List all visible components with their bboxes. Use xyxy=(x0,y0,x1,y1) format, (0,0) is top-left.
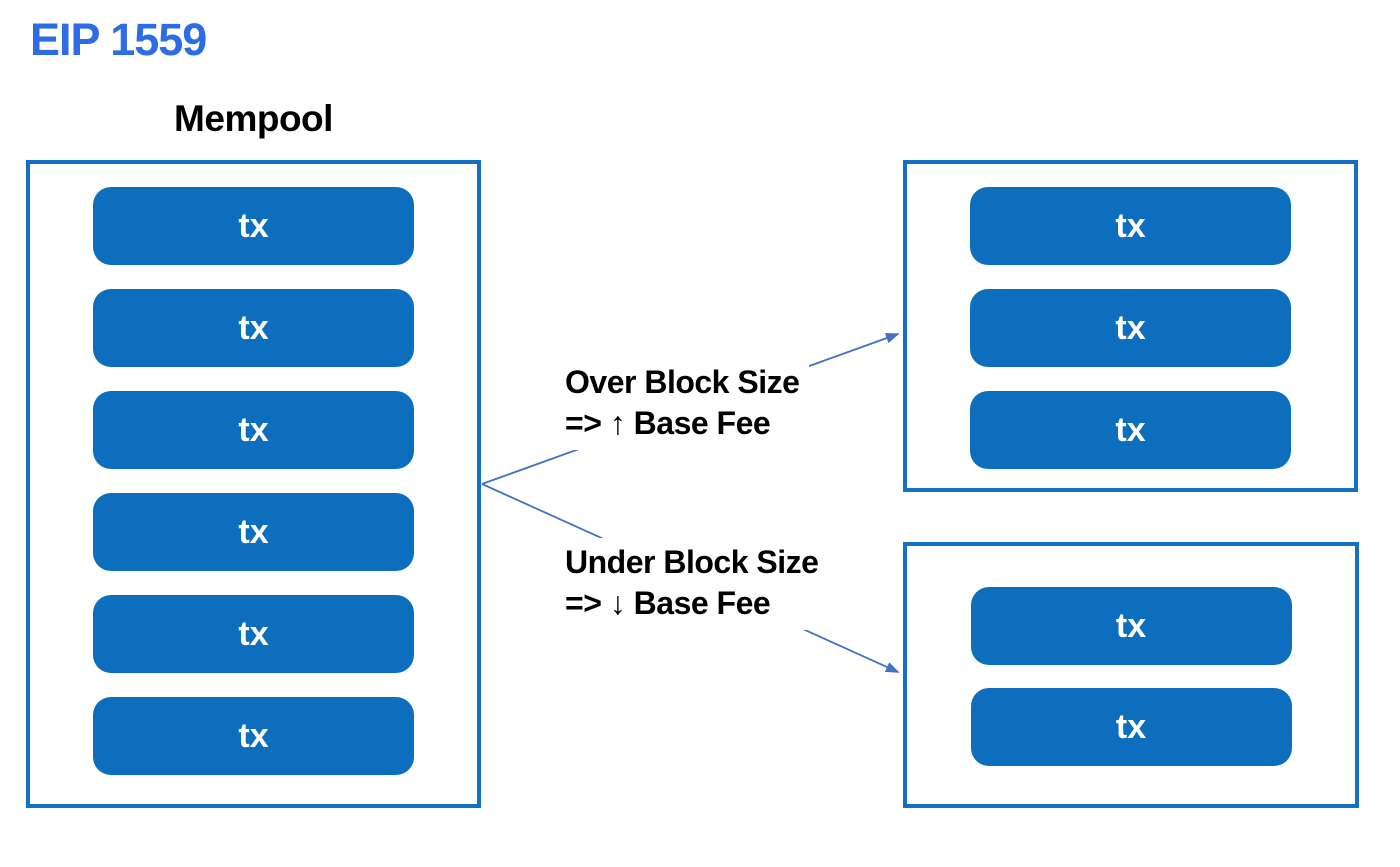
under-block-box: tx tx xyxy=(903,542,1359,808)
tx-pill: tx xyxy=(93,391,414,469)
tx-pill: tx xyxy=(93,595,414,673)
tx-pill: tx xyxy=(93,493,414,571)
tx-pill: tx xyxy=(970,289,1291,367)
tx-pill: tx xyxy=(970,391,1291,469)
mempool-tx-stack: tx tx tx tx tx tx xyxy=(30,164,477,804)
over-block-label: Over Block Size => ↑ Base Fee xyxy=(563,358,810,450)
tx-pill: tx xyxy=(93,187,414,265)
tx-pill: tx xyxy=(970,187,1291,265)
under-block-label-line1: Under Block Size xyxy=(565,544,819,580)
over-block-label-line2: => ↑ Base Fee xyxy=(565,405,771,441)
tx-pill: tx xyxy=(93,289,414,367)
over-block-box: tx tx tx xyxy=(903,160,1358,492)
under-block-tx-stack: tx tx xyxy=(907,546,1355,804)
under-block-label: Under Block Size => ↓ Base Fee xyxy=(563,538,829,630)
page-title: EIP 1559 xyxy=(30,14,207,65)
tx-pill: tx xyxy=(93,697,414,775)
under-block-label-line2: => ↓ Base Fee xyxy=(565,585,771,621)
mempool-box: tx tx tx tx tx tx xyxy=(26,160,481,808)
tx-pill: tx xyxy=(970,587,1292,665)
over-block-tx-stack: tx tx tx xyxy=(907,164,1354,488)
tx-pill: tx xyxy=(970,688,1292,766)
mempool-title: Mempool xyxy=(174,98,333,139)
over-block-label-line1: Over Block Size xyxy=(565,364,800,400)
